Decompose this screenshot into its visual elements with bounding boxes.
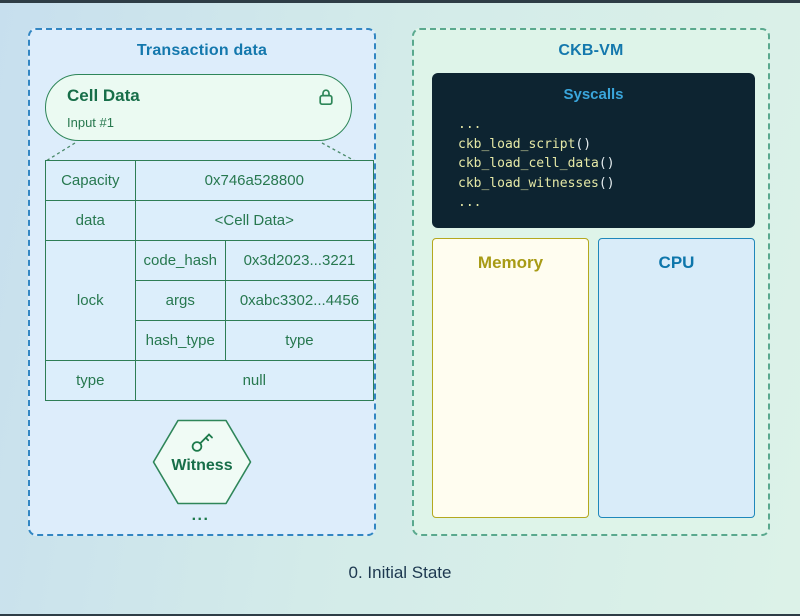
table-row: lock code_hash 0x3d2023...3221 [45,240,375,361]
syscalls-box: Syscalls ... ckb_load_script() ckb_load_… [432,73,755,228]
memory-label: Memory [477,253,544,272]
syscall-line: ckb_load_script() [458,136,592,152]
figure-caption: 0. Initial State [348,563,452,582]
table-row: data <Cell Data> [45,200,375,241]
table-row: Capacity 0x746a528800 [45,160,375,201]
cell-fields-table: Capacity 0x746a528800 data <Cell Data> l… [45,160,375,401]
field-value-capacity: 0x746a528800 [134,160,375,201]
pill-to-table-connector [45,142,356,162]
field-key-capacity: Capacity [45,160,136,201]
transaction-panel-title: Transaction data [136,42,268,59]
table-row: hash_type type [46,320,375,361]
table-row: type null [45,360,375,401]
field-key-hash-type: hash_type [134,320,226,361]
cpu-box: CPU [598,238,755,518]
field-value-code-hash: 0x3d2023...3221 [224,240,375,281]
syscall-line: ... [458,195,482,210]
witness-hexagon: Witness [152,419,252,505]
field-value-data: <Cell Data> [134,200,375,241]
syscall-line: ... [458,117,482,132]
bottom-edge-bar [0,614,800,616]
field-value-args: 0xabc3302...4456 [224,280,375,321]
cpu-label: CPU [658,253,695,272]
field-value-hash-type: type [224,320,375,361]
witness-label: Witness [171,457,233,474]
key-icon [152,430,252,454]
syscall-line: ckb_load_witnesses() [458,175,615,191]
hexagon-shape [152,419,252,505]
syscall-line: ckb_load_cell_data() [458,156,615,171]
field-value-type: null [134,360,375,401]
field-key-lock: lock [45,240,136,361]
syscalls-code-block: ... ckb_load_script() ckb_load_cell_data… [458,115,615,213]
lock-icon [316,87,336,112]
syscalls-title: Syscalls [563,86,624,103]
transaction-data-panel: Transaction data Cell Data Input #1 Capa… [28,28,376,536]
ckb-vm-panel-title: CKB-VM [558,42,624,59]
field-key-data: data [45,200,136,241]
field-key-args: args [134,280,226,321]
cell-data-subtitle: Input #1 [67,115,114,130]
field-key-code-hash: code_hash [134,240,226,281]
field-key-type: type [45,360,136,401]
top-edge-bar [0,0,800,3]
memory-box: Memory [432,238,589,518]
more-witnesses-ellipsis: ... [191,507,210,524]
cell-data-title: Cell Data [67,86,140,105]
cell-data-card: Cell Data Input #1 [45,74,352,141]
ckb-vm-panel: CKB-VM Syscalls ... ckb_load_script() ck… [412,28,770,536]
